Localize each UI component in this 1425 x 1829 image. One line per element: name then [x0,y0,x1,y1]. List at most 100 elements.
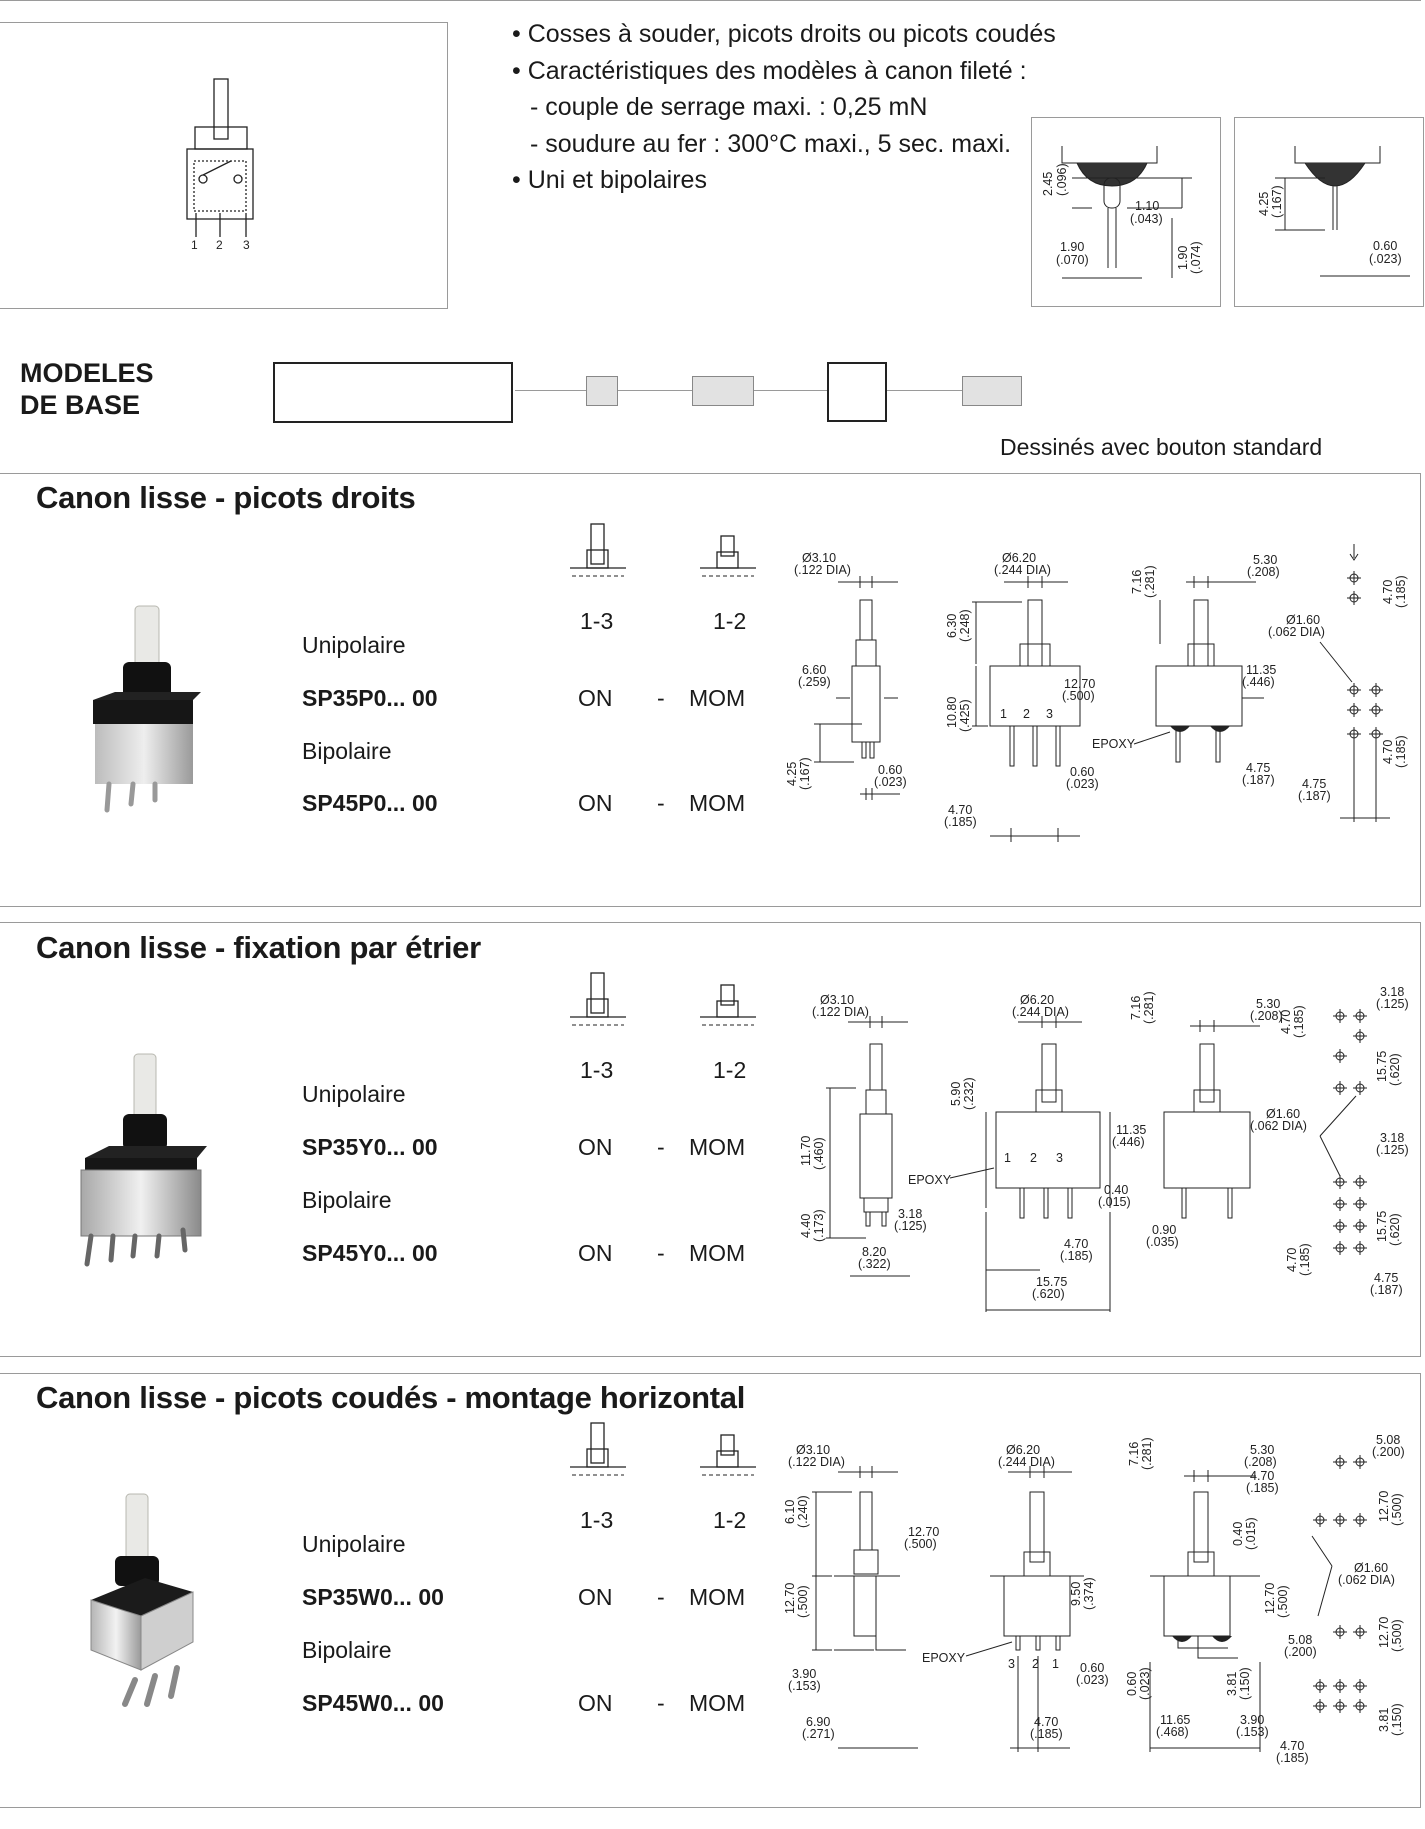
dim-label: 2 [1030,1151,1037,1165]
base-model-box-type[interactable] [692,376,754,406]
bipolar-label: Bipolaire [302,1187,392,1213]
dim-label: (.208) [1244,1455,1277,1469]
function-on: ON [578,1134,613,1160]
dim-label: (.015) [1098,1195,1131,1209]
dim-label: (.122 DIA) [788,1455,845,1469]
dim-label: 5.30 [1256,997,1280,1011]
dim-label: (.023) [1066,777,1099,791]
dim-label: 3.18 [1380,1131,1404,1145]
unipolar-label: Unipolaire [302,1531,406,1557]
dim-label: (.070) [1056,253,1089,267]
dim-label: (.187) [1242,773,1275,787]
dim-label: Ø3.10 [820,993,854,1007]
dim-label: 1 [1000,707,1007,721]
dimension-drawings: Ø3.10(.122 DIA)6.60(.259)4.25(.167)0.60(… [785,544,1408,842]
dim-label: 7.16 [1130,570,1144,594]
dim-label: (.500) [1390,1493,1404,1526]
dim-label: 12.70 [908,1525,939,1539]
function-dash: - [657,685,665,711]
dim-label: 2 [1023,707,1030,721]
model-number[interactable]: SP45P0... 00 [302,790,438,816]
dim-label: (.322) [858,1257,891,1271]
dim-label: (.187) [1298,789,1331,803]
svg-text:4.25: 4.25 [1257,192,1271,216]
dim-label: (.244 DIA) [998,1455,1055,1469]
dim-label: EPOXY [1092,737,1136,751]
base-models-title: MODELES DE BASE [20,357,154,421]
dim-label: 6.10 [783,1500,797,1524]
dim-label: 6.30 [945,614,959,638]
function-mom: MOM [689,790,746,816]
dim-label: 6.90 [806,1715,830,1729]
dim-label: (.074) [1189,241,1203,274]
dim-label: 11.70 [799,1136,813,1166]
feature-sub-bullet: - couple de serrage maxi. : 0,25 mN [530,93,928,121]
base-model-box-options[interactable] [962,376,1022,406]
dim-label: 1 [1052,1657,1059,1671]
dim-label: (.500) [904,1537,937,1551]
function-mom: MOM [689,1690,746,1716]
pcb-detail-left: 2.45 (.096) 1.10 (.043) 1.90 (.070) 1.90… [1031,117,1221,307]
dim-label: (.062 DIA) [1338,1573,1395,1587]
dim-label: 3.18 [1380,985,1404,999]
dim-label: EPOXY [922,1651,966,1665]
function-mom: MOM [689,1134,746,1160]
dim-label: (.281) [1142,991,1156,1024]
dim-label: EPOXY [908,1173,952,1187]
dim-label: 0.90 [1152,1223,1176,1237]
dim-label: 15.75 [1375,1211,1389,1242]
model-number[interactable]: SP35W0... 00 [302,1584,444,1610]
dim-label: 3 [1056,1151,1063,1165]
dim-label: (.185) [1030,1727,1063,1741]
model-number[interactable]: SP35Y0... 00 [302,1134,438,1160]
dim-label: 7.16 [1129,996,1143,1020]
svg-text:(.074): (.074) [1189,241,1203,274]
base-model-box-series[interactable] [273,362,513,423]
function-mom: MOM [689,685,746,711]
dim-label: (.500) [1276,1585,1290,1618]
model-number[interactable]: SP45Y0... 00 [302,1240,438,1266]
dim-label: (.185) [1292,1005,1306,1038]
position-label: 1-3 [580,1057,614,1083]
dim-label: 5.08 [1376,1433,1400,1447]
dim-label: 4.75 [1302,777,1326,791]
dim-label: (.232) [962,1077,976,1110]
dim-label: (.125) [894,1219,927,1233]
dim-label: 0.60 [1373,239,1397,253]
function-dash: - [657,1690,665,1716]
dim-label: 1.90 [1060,240,1084,254]
dim-label: 5.90 [949,1082,963,1106]
dim-label: (.173) [812,1209,826,1242]
dim-label: (.185) [1246,1481,1279,1495]
dim-label: (.468) [1156,1725,1189,1739]
model-number[interactable]: SP45W0... 00 [302,1690,444,1716]
dim-label: (.281) [1143,565,1157,598]
dimension-drawings: Ø3.10(.122 DIA)11.70(.460)4.40(.173)3.18… [799,985,1409,1312]
dim-label: 4.70 [1250,1469,1274,1483]
dim-label: 4.70 [1280,1739,1304,1753]
dim-label: (.150) [1390,1703,1404,1736]
model-number[interactable]: SP35P0... 00 [302,685,438,711]
dim-label: (.620) [1032,1287,1065,1301]
dim-label: 12.70 [1263,1583,1277,1614]
dim-label: 0.40 [1104,1183,1128,1197]
schematic-pin-3: 3 [243,238,250,252]
dim-label: Ø6.20 [1020,993,1054,1007]
dim-label: 9.50 [1069,1582,1083,1606]
dim-label: 12.70 [1377,1491,1391,1522]
svg-text:2.45: 2.45 [1041,172,1055,196]
section-bracket-mount [0,922,1421,1357]
dim-label: 2.45 [1041,172,1055,196]
dim-label: (.281) [1140,1437,1154,1470]
dim-label: (.023) [1369,252,1402,266]
dim-label: (.167) [1270,185,1284,218]
product-photo-straight [93,605,201,813]
position-icon-1-2 [700,535,756,577]
base-model-box-poles[interactable] [586,376,618,406]
function-mom: MOM [689,1584,746,1610]
function-mom: MOM [689,1240,746,1266]
dim-label: (.023) [1076,1673,1109,1687]
schematic-box: 1 2 3 [0,22,448,309]
base-model-box-config[interactable] [827,362,887,422]
dim-label: 4.70 [1381,580,1395,604]
